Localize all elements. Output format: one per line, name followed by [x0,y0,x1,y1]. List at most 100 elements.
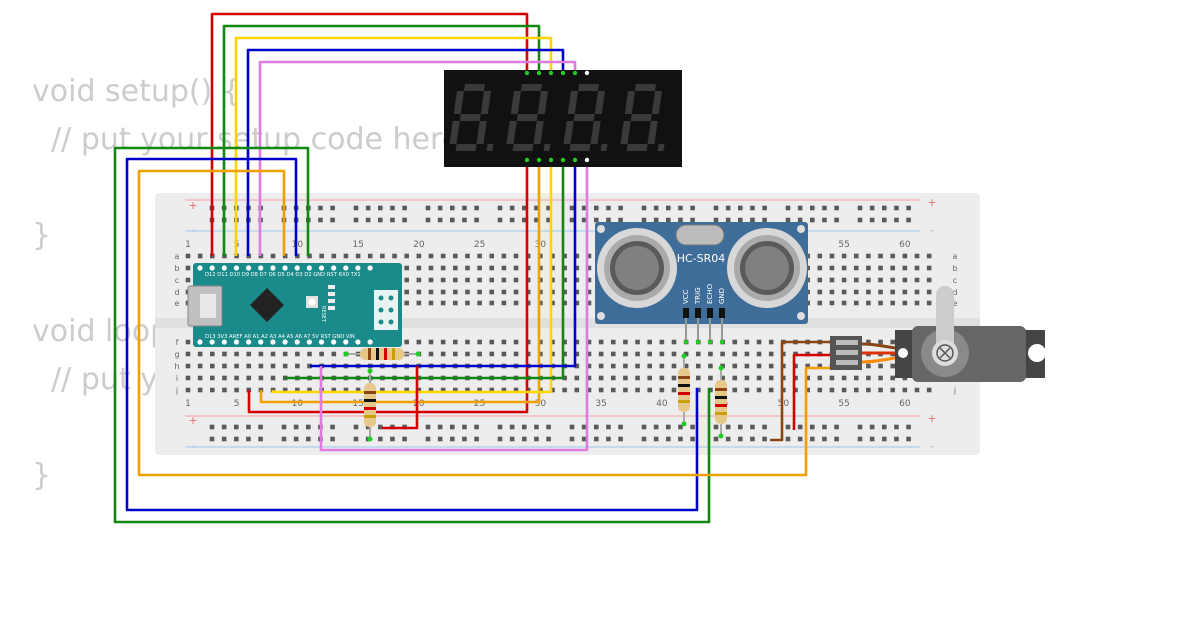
breadboard-hole [574,363,580,369]
breadboard-hole [513,339,519,345]
transducer-left [597,228,677,308]
rail-hole [281,436,287,442]
rail-minus-label: - [191,442,194,452]
rail-hole [882,217,887,223]
rail-hole [894,217,899,223]
breadboard-hole [331,253,337,259]
display-pin [584,70,590,76]
rail-hole [497,205,503,211]
breadboard-hole [829,387,835,393]
column-number-label: 15 [352,240,363,250]
arduino-pin [355,339,361,345]
led-on [328,299,335,303]
sensor-mount-hole [797,225,805,233]
breadboard-hole [513,387,519,393]
rail-hole [869,436,875,442]
breadboard-hole [550,300,555,306]
arduino-pin [246,339,252,345]
rail-hole [378,205,383,211]
breadboard-hole [768,375,774,381]
breadboard-hole [416,277,422,283]
breadboard-hole [550,387,555,393]
breadboard-hole [562,339,567,345]
breadboard-hole [562,300,567,306]
led-tx [328,285,335,289]
display-pin [524,157,530,163]
row-letter-label: f [176,338,179,347]
breadboard-hole [501,300,507,306]
breadboard-hole [890,277,895,283]
breadboard-hole [513,253,519,259]
arduino-pin [294,265,300,271]
rail-hole [738,424,743,430]
breadboard-hole [841,289,847,295]
breadboard-hole [550,253,555,259]
rail-hole [738,436,743,442]
row-letter-label: d [952,288,957,297]
segment [533,121,544,144]
rail-hole [522,436,527,442]
resistor-band [678,376,690,379]
breadboard-hole [756,351,762,357]
breadboard-hole [562,265,567,271]
resistor-pin [681,421,687,427]
code-line: } [32,458,52,493]
breadboard-hole [477,265,482,271]
breadboard-hole [428,265,434,271]
breadboard-hole [744,363,750,369]
breadboard-hole [453,253,458,259]
wire-yellow-display-bottom [271,160,553,394]
arduino-pin [282,265,288,271]
breadboard-hole [477,339,482,345]
arduino-pin [209,339,215,345]
breadboard-hole [878,300,883,306]
rail-hole [785,217,791,223]
rail-hole [906,217,911,223]
breadboard-hole [841,265,847,271]
rail-hole [365,424,371,430]
wire-brown-servo-ground [770,340,836,442]
wire-violet-display-bottom [319,160,589,452]
breadboard-hole [489,300,495,306]
arduino-pin [294,339,300,345]
rail-hole [713,217,719,223]
breadboard-hole [574,375,580,381]
rail-hole [390,217,395,223]
breadboard-hole [331,351,337,357]
rail-hole [857,436,863,442]
rail-hole [869,424,875,430]
resistor-band [392,348,395,360]
arduino-board [193,263,402,347]
breadboard-hole [562,351,567,357]
breadboard-hole [671,363,677,369]
breadboard-hole [538,300,543,306]
rail-hole [318,205,323,211]
connector-pin [836,350,858,355]
breadboard-hole [914,265,920,271]
breadboard-hole [647,351,652,357]
breadboard-hole [428,351,434,357]
breadboard-hole [878,339,883,345]
wire-orange-servo-signal [137,169,836,477]
wire-red-display-bottom [247,160,529,414]
breadboard-hole [404,265,409,271]
rail-hole [857,205,863,211]
rail-hole [618,217,623,223]
breadboard-hole [574,300,580,306]
breadboard-hole [635,363,640,369]
breadboard-hole [926,253,932,259]
breadboard-hole [744,387,750,393]
breadboard-hole [197,387,203,393]
rail-hole [353,424,359,430]
breadboard-hole [744,351,750,357]
wire-blue-sensor-echo [125,157,699,512]
rail-hole [365,217,371,223]
rail-hole [425,424,431,430]
wires [113,12,836,524]
row-letter-label: c [953,276,957,285]
rail-hole [894,436,899,442]
arduino-pin [197,265,203,271]
rail-hole [497,217,503,223]
rail-hole [462,424,467,430]
